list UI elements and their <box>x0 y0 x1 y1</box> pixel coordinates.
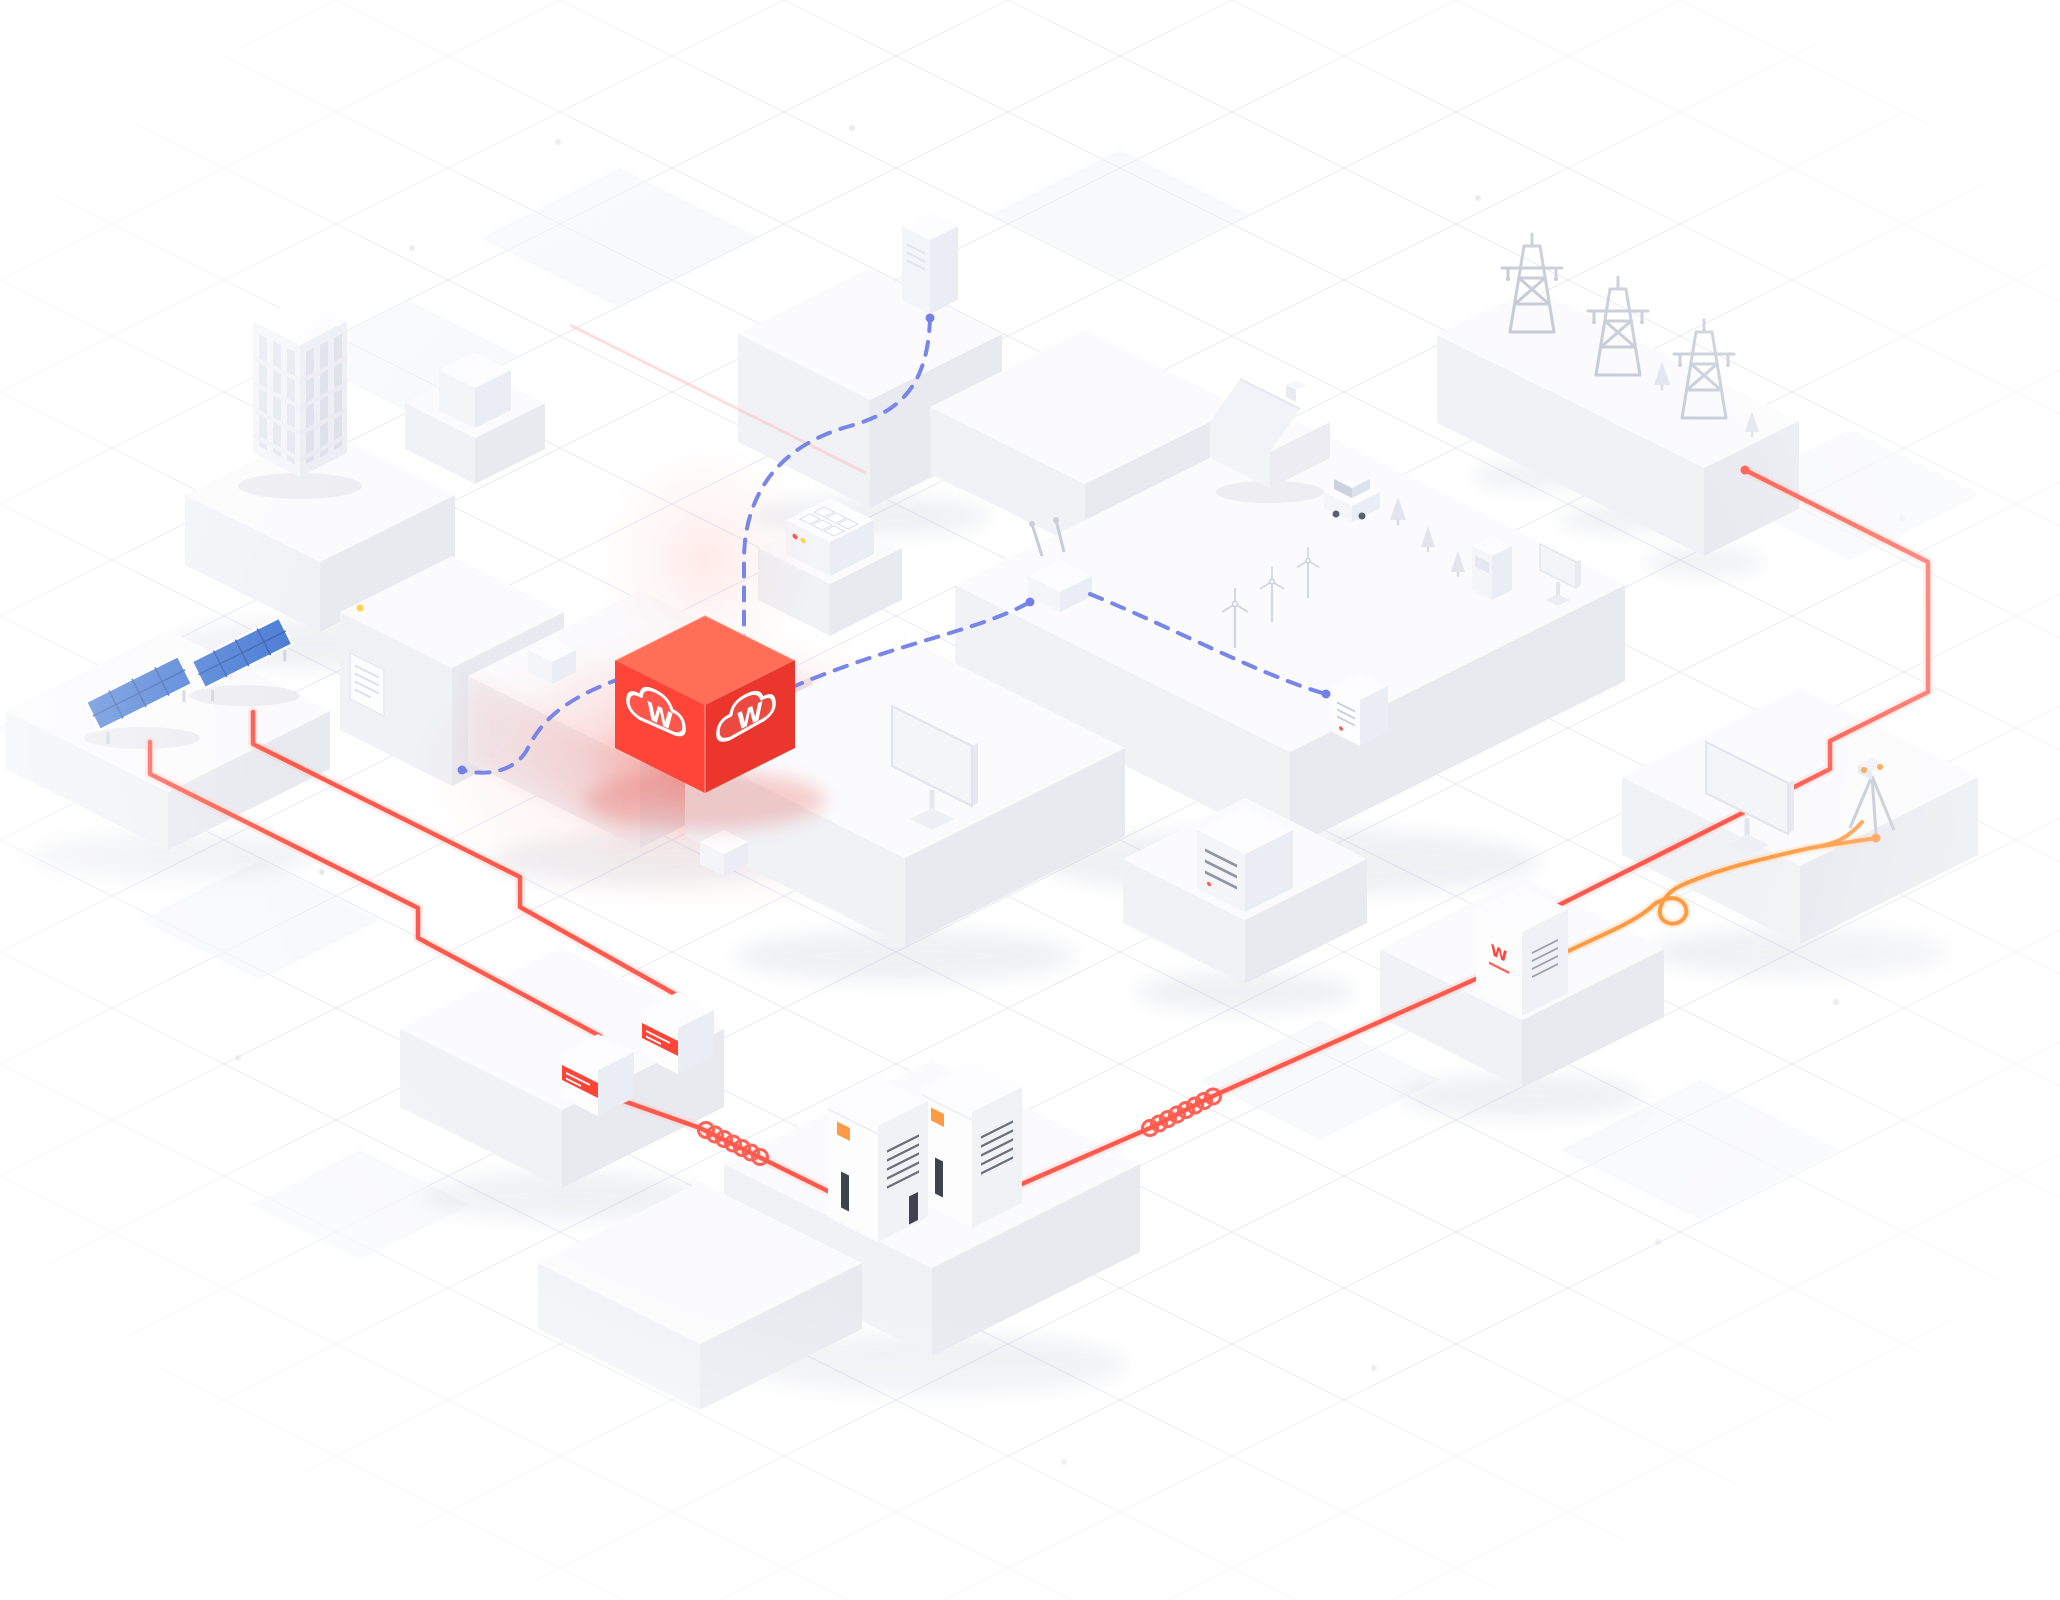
edge-fade-overlay <box>0 0 2060 1600</box>
illustration-stage: Isometric smart energy ecosystem illustr… <box>0 0 2060 1600</box>
energy-ecosystem-diagram: Isometric smart energy ecosystem illustr… <box>0 0 2060 1600</box>
